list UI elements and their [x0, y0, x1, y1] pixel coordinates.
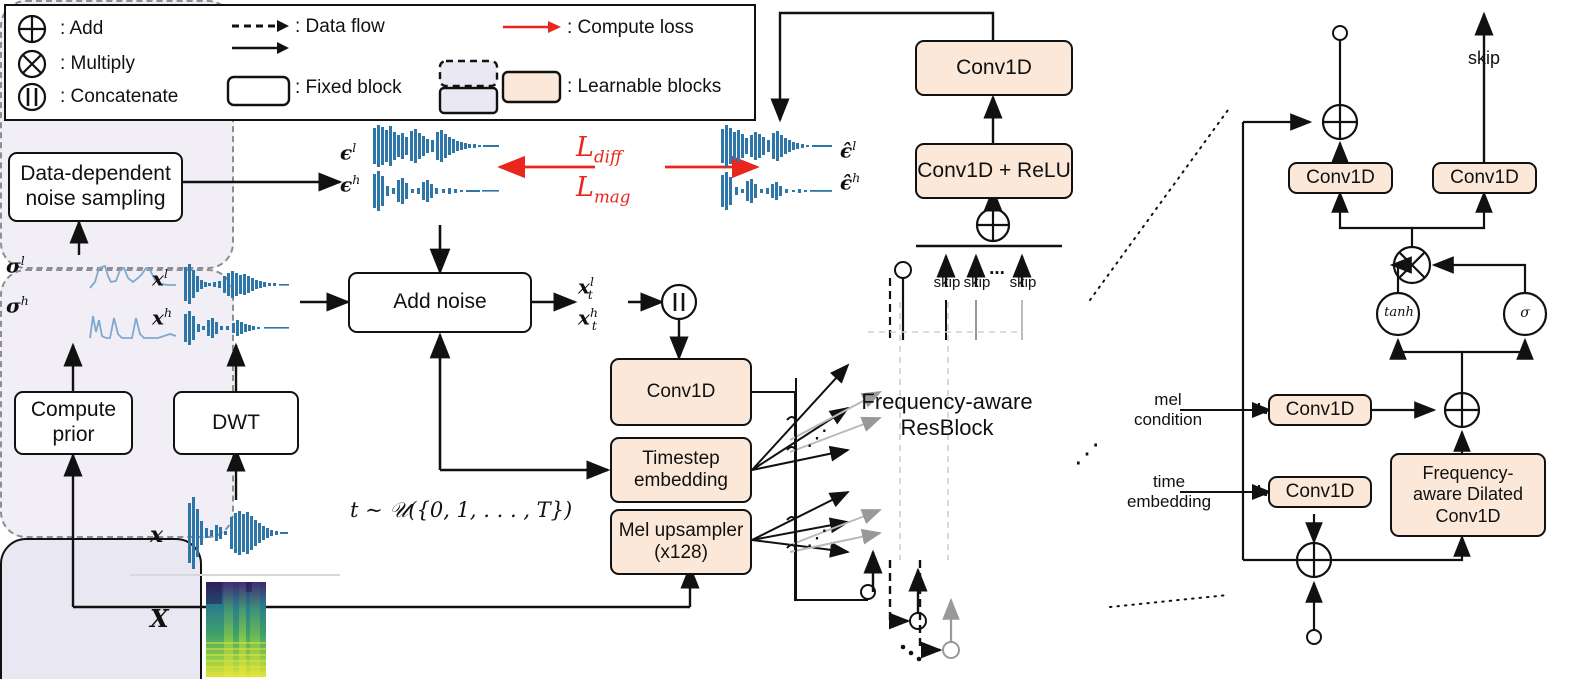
x-label: x [150, 522, 164, 548]
concat-icon [17, 82, 47, 112]
X-label: X [150, 604, 169, 633]
fan-ellipsis-bottom: ⋰ [806, 525, 830, 550]
legend-panel: : Add : Multiply : Concatenate : Data fl… [4, 4, 756, 121]
legend-label-data-flow: : Data flow [295, 16, 385, 37]
block-dwt[interactable]: DWT [173, 391, 299, 455]
block-conv1d-relu-label: Conv1D + ReLU [917, 158, 1071, 182]
block-conv1d-input[interactable]: Conv1D [610, 358, 752, 426]
legend-label-learnable-blocks: : Learnable blocks [567, 76, 722, 97]
dashed-arrow-icon [232, 20, 289, 32]
detail-conv1d-left-top-label: Conv1D [1306, 166, 1375, 188]
detail-conv1d-mel[interactable]: Conv1D [1268, 394, 1372, 426]
fan-ellipsis-top: ⋰ [806, 425, 830, 450]
sigmoid-label: σ [1520, 305, 1530, 321]
resblock-label: Frequency-aware ResBlock [861, 389, 1033, 440]
xl-xh-waveform [184, 264, 289, 345]
block-compute-prior-label: Compute prior [30, 398, 117, 446]
x-waveform [188, 497, 288, 569]
epsilon-waveform [373, 125, 499, 211]
detail-conv1d-left-top[interactable]: Conv1D [1288, 162, 1393, 194]
loss-diff-label: Ldiff [576, 132, 622, 167]
block-conv1d-output-label: Conv1D [956, 55, 1032, 79]
epsilon-hat-waveform [721, 125, 832, 210]
detail-skip-label: skip [1467, 48, 1500, 68]
skip-ellipsis: ... [989, 258, 1005, 279]
x-l-label: xl [152, 266, 168, 291]
oplus-icon [17, 14, 47, 44]
detail-conv1d-right-top-label: Conv1D [1450, 166, 1519, 188]
xt-l-label: xlt [578, 274, 594, 302]
mel-condition-label: mel condition [1133, 390, 1203, 430]
time-embedding-label: time embedding [1126, 472, 1212, 512]
block-conv1d-relu[interactable]: Conv1D + ReLU [915, 143, 1073, 199]
block-add-noise-label: Add noise [393, 290, 487, 314]
loss-mag-label: Lmag [576, 172, 631, 207]
sigma-h-label: σh [6, 293, 29, 318]
legend-label-fixed-block: : Fixed block [295, 77, 402, 98]
block-timestep-embedding[interactable]: Timestep embedding [610, 437, 752, 503]
timestep-sampling-formula: t ∼ 𝒰({0, 1, . . . , T}) [350, 498, 573, 522]
epsilon-l-label: ϵl [340, 140, 357, 165]
legend-label-compute-loss: : Compute loss [567, 17, 694, 38]
mel-spectrogram [206, 582, 266, 677]
detail-conv1d-time[interactable]: Conv1D [1268, 476, 1372, 508]
block-mel-upsampler-label: Mel upsampler (x128) [618, 519, 744, 563]
detail-conv1d-time-label: Conv1D [1285, 480, 1355, 502]
block-timestep-embedding-label: Timestep embedding [633, 447, 729, 491]
block-conv1d-output[interactable]: Conv1D [915, 40, 1073, 96]
sigma-prior-plot [89, 264, 177, 339]
resblock-stack-ellipsis: ⋰ [1074, 438, 1103, 468]
spectrogram-divider [130, 574, 340, 576]
resblock-main[interactable] [0, 538, 202, 679]
block-noise-sampling[interactable]: Data-dependent noise sampling [8, 152, 183, 222]
legend-label-add: : Add [60, 18, 104, 39]
tanh-label: tanh [1384, 305, 1414, 320]
xt-h-label: xht [578, 305, 598, 333]
x-h-label: xh [152, 305, 172, 330]
detail-conv1d-mel-label: Conv1D [1285, 398, 1355, 420]
epsilon-hat-l-label: ϵ̂l [840, 138, 857, 163]
fixed-block-icon [226, 75, 291, 107]
block-mel-upsampler[interactable]: Mel upsampler (x128) [610, 509, 752, 575]
detail-dilated-conv-label: Frequency- aware Dilated Conv1D [1412, 463, 1524, 526]
legend-icons [17, 14, 562, 115]
detail-dilated-conv[interactable]: Frequency- aware Dilated Conv1D [1390, 453, 1546, 537]
sigmoid-node [1502, 291, 1548, 337]
skip-label-3: skip [1009, 274, 1037, 291]
concatenate-node [660, 283, 698, 321]
legend-label-multiply: : Multiply [60, 53, 135, 74]
sigma-l-label: σl [6, 253, 25, 278]
detail-conv1d-right-top[interactable]: Conv1D [1432, 162, 1537, 194]
block-noise-sampling-label: Data-dependent noise sampling [20, 162, 171, 210]
resblock-label-wrap: Frequency-aware ResBlock [848, 380, 1046, 450]
learnable-blocks-icon [438, 59, 562, 115]
block-conv1d-input-label: Conv1D [646, 380, 716, 402]
legend-label-concatenate: : Concatenate [60, 86, 179, 107]
block-dwt-label: DWT [212, 410, 260, 434]
tanh-node [1375, 291, 1421, 337]
block-compute-prior[interactable]: Compute prior [14, 391, 133, 455]
block-add-noise[interactable]: Add noise [348, 272, 532, 333]
epsilon-h-label: ϵh [340, 172, 361, 197]
solid-arrow-icon [232, 42, 289, 54]
skip-label-2: skip [963, 274, 991, 291]
skip-label-1: skip [933, 274, 961, 291]
epsilon-hat-h-label: ϵ̂h [840, 170, 861, 195]
red-arrow-icon [503, 21, 561, 33]
resblock-inner-hints [868, 302, 1023, 560]
otimes-icon [17, 49, 47, 79]
